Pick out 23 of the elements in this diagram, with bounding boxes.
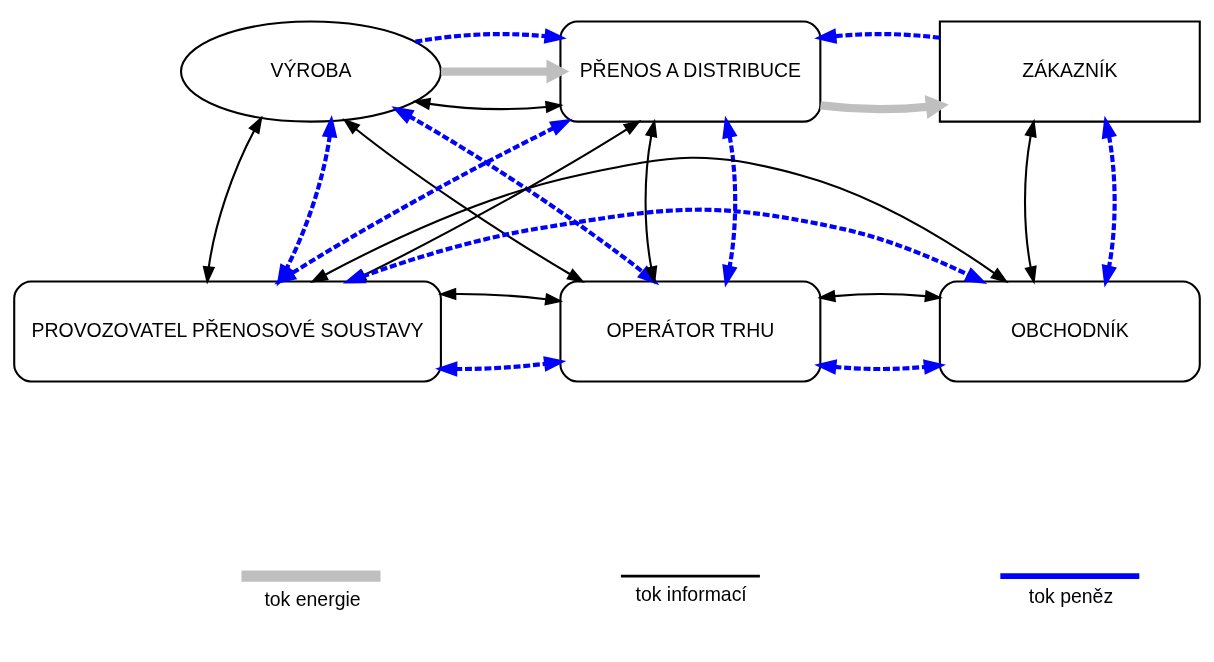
arrow [391, 105, 660, 285]
node-box: OBCHODNÍK [938, 279, 1201, 383]
node-box: OPERÁTOR TRHU [559, 279, 822, 383]
node-box: PROVOZOVATEL PŘENOSOVÉ SOUSTAVY [13, 279, 442, 383]
arrow [722, 115, 738, 287]
arrow [1024, 118, 1037, 284]
arrow [1101, 115, 1117, 287]
arrow [820, 94, 949, 119]
arrow [438, 287, 564, 305]
arrow [415, 27, 567, 44]
node-box: ZÁKAZNÍK [938, 20, 1201, 123]
arrow [814, 358, 947, 375]
arrow [817, 289, 943, 302]
legend-label: tok peněz [1028, 584, 1114, 607]
legend-label: tok informací [635, 582, 747, 605]
arrow [435, 355, 567, 377]
legend-label: tok energie [264, 587, 361, 610]
arrow [412, 97, 564, 113]
node-box: PŘENOS A DISTRIBUCE [559, 20, 822, 123]
arrow [644, 118, 658, 284]
arrow [202, 115, 263, 284]
arrow [814, 27, 941, 44]
arrow [441, 59, 570, 84]
